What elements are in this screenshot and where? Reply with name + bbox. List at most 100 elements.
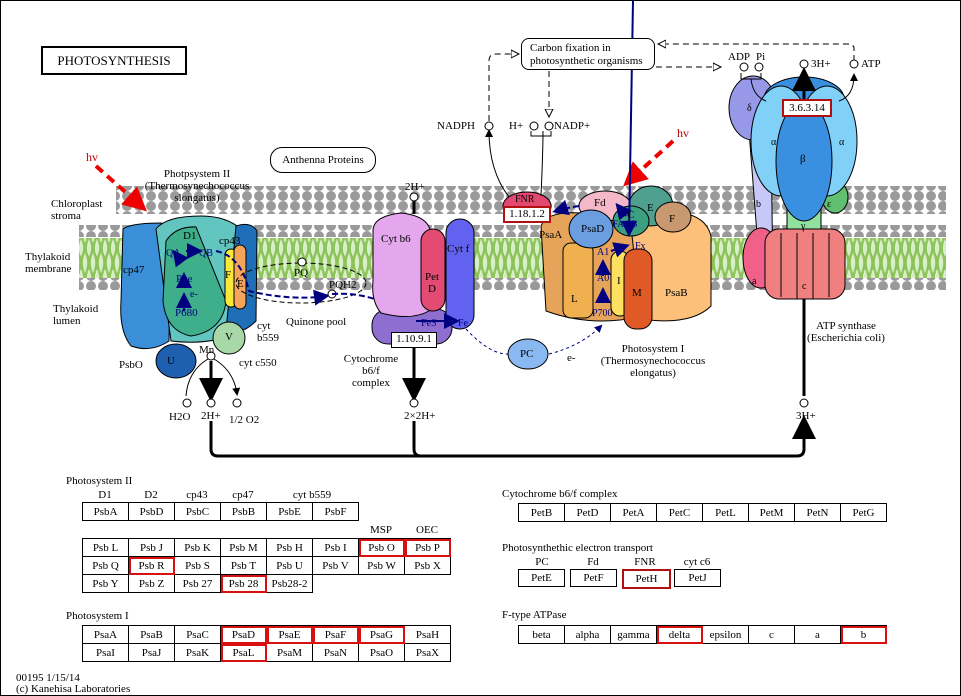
gene-cell[interactable]: PsaJ (128, 643, 175, 662)
label-pqh2[interactable]: PQH2 (329, 279, 357, 291)
gene-cell[interactable]: epsilon (702, 625, 749, 644)
gene-cell[interactable]: PsaX (404, 643, 451, 662)
gene-cell[interactable]: PsaL (220, 643, 267, 662)
gene-cell[interactable]: PsaC (174, 625, 221, 644)
subunit-cp47[interactable]: cp47 (123, 264, 145, 276)
gene-cell[interactable]: Psb Q (82, 556, 129, 575)
subunit-a[interactable]: a (752, 276, 757, 287)
gene-cell[interactable]: delta (656, 625, 703, 644)
gene-cell[interactable]: PsaK (174, 643, 221, 662)
subunit-f[interactable]: F (225, 269, 232, 281)
subunit-psaa[interactable]: PsaA (539, 229, 563, 241)
gene-cell[interactable]: PetH (622, 569, 671, 589)
gene-cell[interactable]: Psb Z (128, 574, 175, 593)
gene-cell[interactable]: PsaB (128, 625, 175, 644)
gene-cell[interactable]: PetL (702, 503, 749, 522)
subunit-beta[interactable]: β (800, 153, 806, 165)
gene-cell[interactable]: Psb H (266, 538, 313, 557)
gene-cell[interactable]: Psb T (220, 556, 267, 575)
subunit-i[interactable]: I (617, 275, 621, 287)
gene-cell[interactable]: PsaM (266, 643, 313, 662)
metabolite-nadph[interactable]: NADPH (437, 120, 475, 132)
metabolite-atp[interactable]: ATP (861, 58, 881, 70)
gene-cell[interactable]: Psb W (358, 556, 405, 575)
subunit-cp43[interactable]: cp43 (219, 235, 241, 247)
gene-cell[interactable]: Psb I (312, 538, 359, 557)
gene-cell[interactable]: PsaA (82, 625, 129, 644)
subunit-u[interactable]: U (167, 355, 175, 367)
gene-cell[interactable]: Psb L (82, 538, 129, 557)
subunit-petd[interactable]: Pet D (424, 271, 440, 295)
metabolite-3h-stroma[interactable]: 3H+ (811, 58, 831, 70)
gene-cell[interactable]: alpha (564, 625, 611, 644)
metabolite-2h[interactable]: 2H+ (201, 410, 221, 422)
gene-cell[interactable]: PsaO (358, 643, 405, 662)
subunit-c[interactable]: C (627, 209, 635, 221)
subunit-psab[interactable]: PsaB (665, 287, 688, 299)
gene-cell[interactable]: PetN (794, 503, 841, 522)
gene-cell[interactable]: PetE (518, 569, 565, 587)
gene-cell[interactable]: PsaD (220, 625, 267, 644)
metabolite-h2o[interactable]: H2O (169, 411, 191, 423)
gene-cell[interactable]: Psb28-2 (266, 574, 313, 593)
subunit-v[interactable]: V (225, 331, 233, 343)
gene-cell[interactable]: PetD (564, 503, 611, 522)
photosystem-ii[interactable] (120, 215, 258, 379)
metabolite-nadp[interactable]: NADP+ (554, 120, 591, 132)
gene-cell[interactable]: Psb J (128, 538, 175, 557)
gene-cell[interactable]: a (794, 625, 841, 644)
metabolite-h[interactable]: H+ (509, 120, 524, 132)
gene-cell[interactable]: Psb V (312, 556, 359, 575)
gene-cell[interactable]: PsbA (82, 502, 129, 521)
metabolite-o2[interactable]: 1/2 O2 (229, 414, 260, 426)
gene-cell[interactable]: PetJ (674, 569, 721, 587)
gene-cell[interactable]: PsbD (128, 502, 175, 521)
gene-cell[interactable]: Psb U (266, 556, 313, 575)
subunit-d1[interactable]: D1 (183, 230, 197, 242)
gene-cell[interactable]: PetF (570, 569, 617, 587)
gene-cell[interactable]: PetA (610, 503, 657, 522)
antenna-proteins-link[interactable]: Anthenna Proteins (270, 147, 376, 173)
subunit-cyt-b6[interactable]: Cyt b6 (381, 233, 411, 245)
gene-cell[interactable]: Psb K (174, 538, 221, 557)
subunit-epsilon[interactable]: ε (827, 199, 832, 210)
metabolite-pi[interactable]: Pi (756, 51, 766, 63)
subunit-alpha-2[interactable]: α (839, 137, 845, 148)
gene-cell[interactable]: PsaI (82, 643, 129, 662)
carbon-fixation-link[interactable]: Carbon fixation in photosynthetic organi… (521, 38, 655, 70)
subunit-c-ring[interactable]: c (802, 281, 807, 292)
ec-1-10-9-1[interactable]: 1.10.9.1 (391, 332, 437, 348)
gene-cell[interactable]: PsbF (312, 502, 359, 521)
subunit-cyt-f[interactable]: Cyt f (447, 243, 470, 255)
ec-3-6-3-14[interactable]: 3.6.3.14 (782, 99, 832, 117)
gene-cell[interactable]: PsaG (358, 625, 405, 644)
subunit-psad[interactable]: PsaD (581, 223, 605, 235)
gene-cell[interactable]: PsbE (266, 502, 313, 521)
subunit-fd[interactable]: Fd (594, 197, 606, 209)
gene-cell[interactable]: PetC (656, 503, 703, 522)
subunit-psbo[interactable]: PsbO (119, 359, 143, 371)
gene-cell[interactable]: Psb M (220, 538, 267, 557)
subunit-l[interactable]: L (571, 293, 578, 305)
subunit-m[interactable]: M (632, 287, 642, 299)
gene-cell[interactable]: PsaN (312, 643, 359, 662)
gene-cell[interactable]: b (840, 625, 887, 644)
gene-cell[interactable]: Psb P (404, 538, 451, 557)
gene-cell[interactable]: c (748, 625, 795, 644)
gene-cell[interactable]: PetM (748, 503, 795, 522)
metabolite-adp[interactable]: ADP (728, 51, 751, 63)
subunit-e[interactable]: E (237, 278, 244, 290)
subunit-b[interactable]: b (756, 199, 761, 210)
subunit-alpha-1[interactable]: α (771, 137, 777, 148)
plastocyanin[interactable] (465, 324, 603, 370)
gene-cell[interactable]: PetB (518, 503, 565, 522)
subunit-delta[interactable]: δ (747, 103, 752, 114)
gene-cell[interactable]: PsbC (174, 502, 221, 521)
gene-cell[interactable]: Psb Y (82, 574, 129, 593)
ec-1-18-1-2[interactable]: 1.18.1.2 (503, 206, 551, 223)
subunit-f-ps1[interactable]: F (669, 213, 676, 225)
metabolite-3h-lumen[interactable]: 3H+ (796, 410, 816, 422)
metabolite-2h-stroma[interactable]: 2H+ (405, 181, 425, 193)
gene-cell[interactable]: Psb 28 (220, 574, 267, 593)
gene-cell[interactable]: Psb X (404, 556, 451, 575)
